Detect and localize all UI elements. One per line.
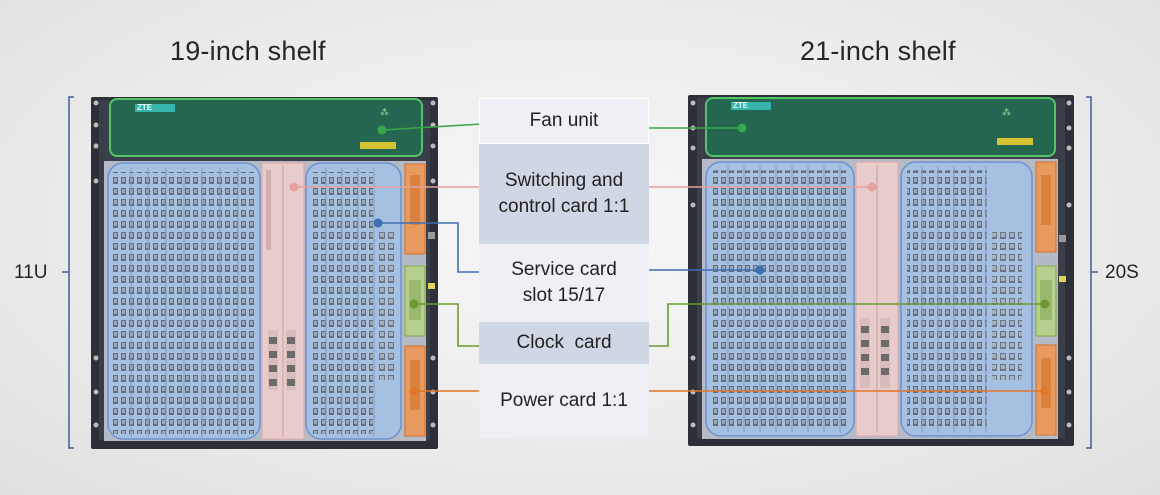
svg-text:⁂: ⁂ bbox=[1002, 107, 1011, 118]
right-brand-logo: ZTE bbox=[733, 101, 749, 110]
clock-card-label: Clock card bbox=[479, 322, 649, 364]
power-card-label: Power card 1:1 bbox=[479, 364, 649, 438]
switching-control-card-label: Switching and control card 1:1 bbox=[479, 144, 649, 244]
right-slot-label: 20S bbox=[1105, 262, 1139, 283]
left-height-label: 11U bbox=[14, 262, 48, 283]
service-card-label: Service card slot 15/17 bbox=[479, 244, 649, 322]
left-shelf-title: 19-inch shelf bbox=[170, 36, 326, 66]
left-brand-logo: ZTE bbox=[137, 103, 153, 112]
right-shelf-title: 21-inch shelf bbox=[800, 36, 956, 66]
svg-text:⁂: ⁂ bbox=[380, 107, 389, 118]
fan-unit-label: Fan unit bbox=[479, 98, 649, 144]
